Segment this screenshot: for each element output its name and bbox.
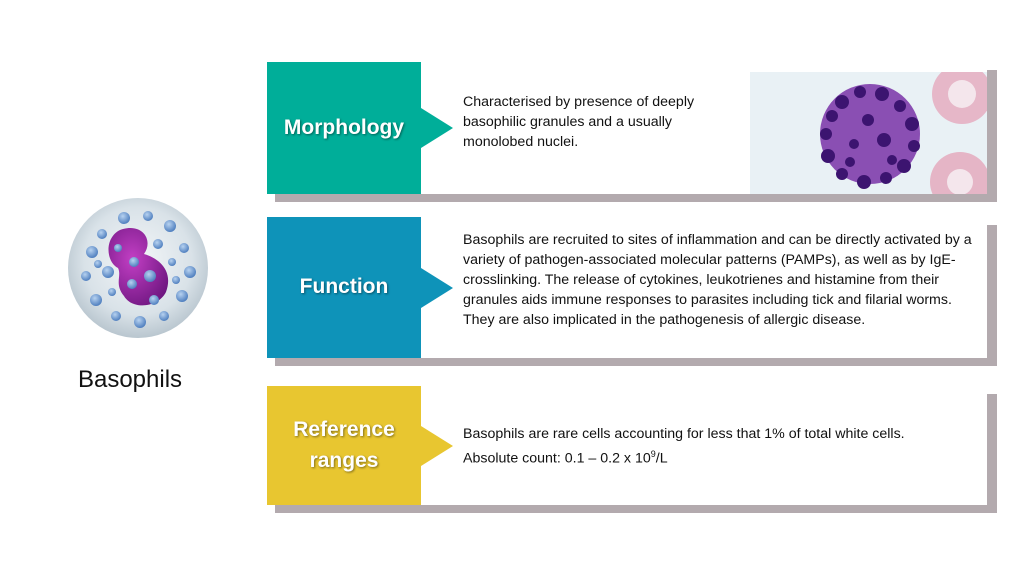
cell-title: Basophils [77,366,183,393]
function-label: Function [267,217,453,358]
morphology-label-text: Morphology [283,115,405,139]
morphology-row: Morphology Characterised by presence of … [267,62,997,212]
reference-ranges-text-line1: Basophils are rare cells accounting for … [463,426,905,442]
absolute-count-unit: /L [655,450,668,467]
absolute-count-prefix: Absolute count: 0.1 – 0.2 x 10 [463,450,651,467]
basophil-cell-illustration [62,192,214,344]
reference-ranges-label: Reference ranges [267,386,453,505]
reference-ranges-text-line2: Absolute count: 0.1 – 0.2 x 109/L [463,444,973,469]
arrow-right-icon [421,108,453,148]
morphology-description: Characterised by presence of deeply baso… [463,94,695,150]
absolute-count-exponent: 9 [650,449,656,459]
function-label-text: Function [299,275,389,299]
basophil-micrograph [750,64,992,212]
arrow-right-icon [421,425,453,466]
morphology-label: Morphology [267,62,453,194]
reference-ranges-label-line2: ranges [309,448,379,472]
function-row: Function Basophils are recruited to site… [267,217,997,367]
reference-ranges-description: Basophils are rare cells accounting for … [463,424,973,469]
function-description: Basophils are recruited to sites of infl… [463,232,972,328]
reference-ranges-row: Reference ranges Basophils are rare cell… [267,386,997,516]
reference-ranges-label-line1: Reference [293,418,395,442]
arrow-right-icon [421,267,453,308]
